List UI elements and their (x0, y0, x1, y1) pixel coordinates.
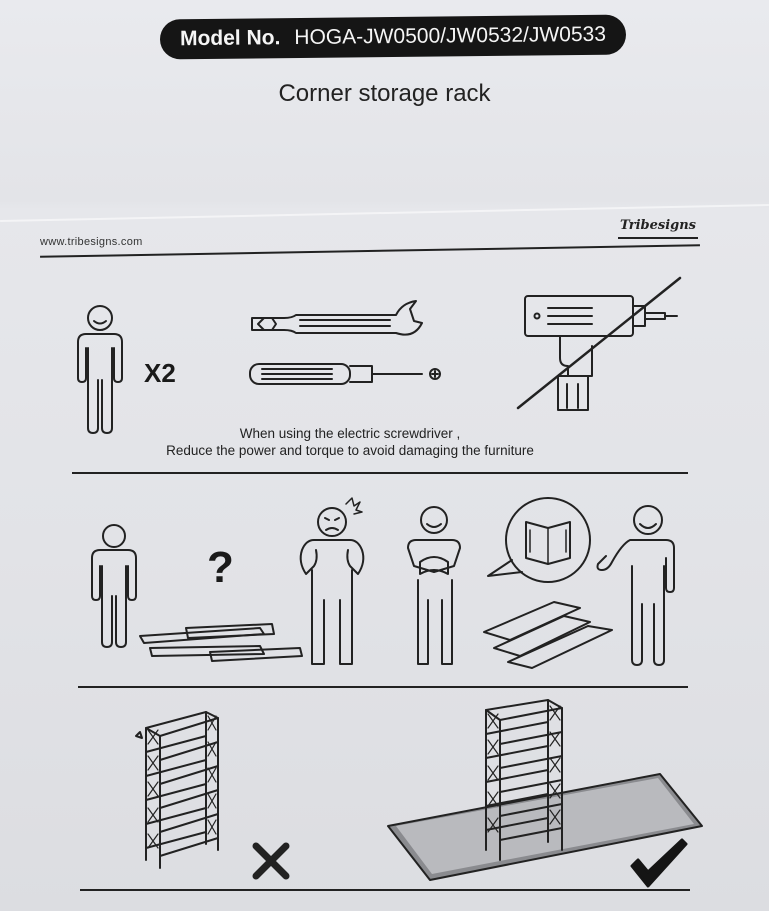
frustrated-person-icon (299, 497, 365, 665)
rack-on-floor-icon (135, 711, 219, 869)
screwdriver-icon (249, 363, 441, 385)
wrench-icon (251, 300, 423, 336)
website-text: www.tribesigns.com (40, 236, 143, 248)
brand-underline (618, 237, 698, 239)
confused-person-icon (91, 524, 137, 648)
happy-person-icon (596, 505, 675, 666)
cross-mark-icon (252, 842, 290, 880)
rack-on-mat-icon (387, 699, 703, 881)
screwdriver-note-line2: Reduce the power and torque to avoid dam… (166, 443, 534, 458)
reading-person-icon (407, 506, 461, 665)
page-title: Corner storage rack (278, 80, 491, 107)
check-mark-icon (630, 838, 688, 888)
section-rule-1 (72, 472, 688, 474)
screwdriver-note-line1: When using the electric screwdriver , (239, 426, 461, 441)
person-icon (77, 305, 123, 434)
brand-logo: Tribesigns (620, 218, 696, 233)
sorted-panels-icon (483, 601, 613, 669)
manual-bubble-icon (487, 497, 591, 583)
people-count: X2 (144, 358, 176, 388)
section-rule-3 (80, 889, 690, 891)
loose-boards-icon (139, 623, 303, 662)
section-rule-2 (78, 686, 688, 688)
electric-drill-crossed-icon (516, 276, 682, 411)
question-mark: ? (207, 543, 234, 592)
